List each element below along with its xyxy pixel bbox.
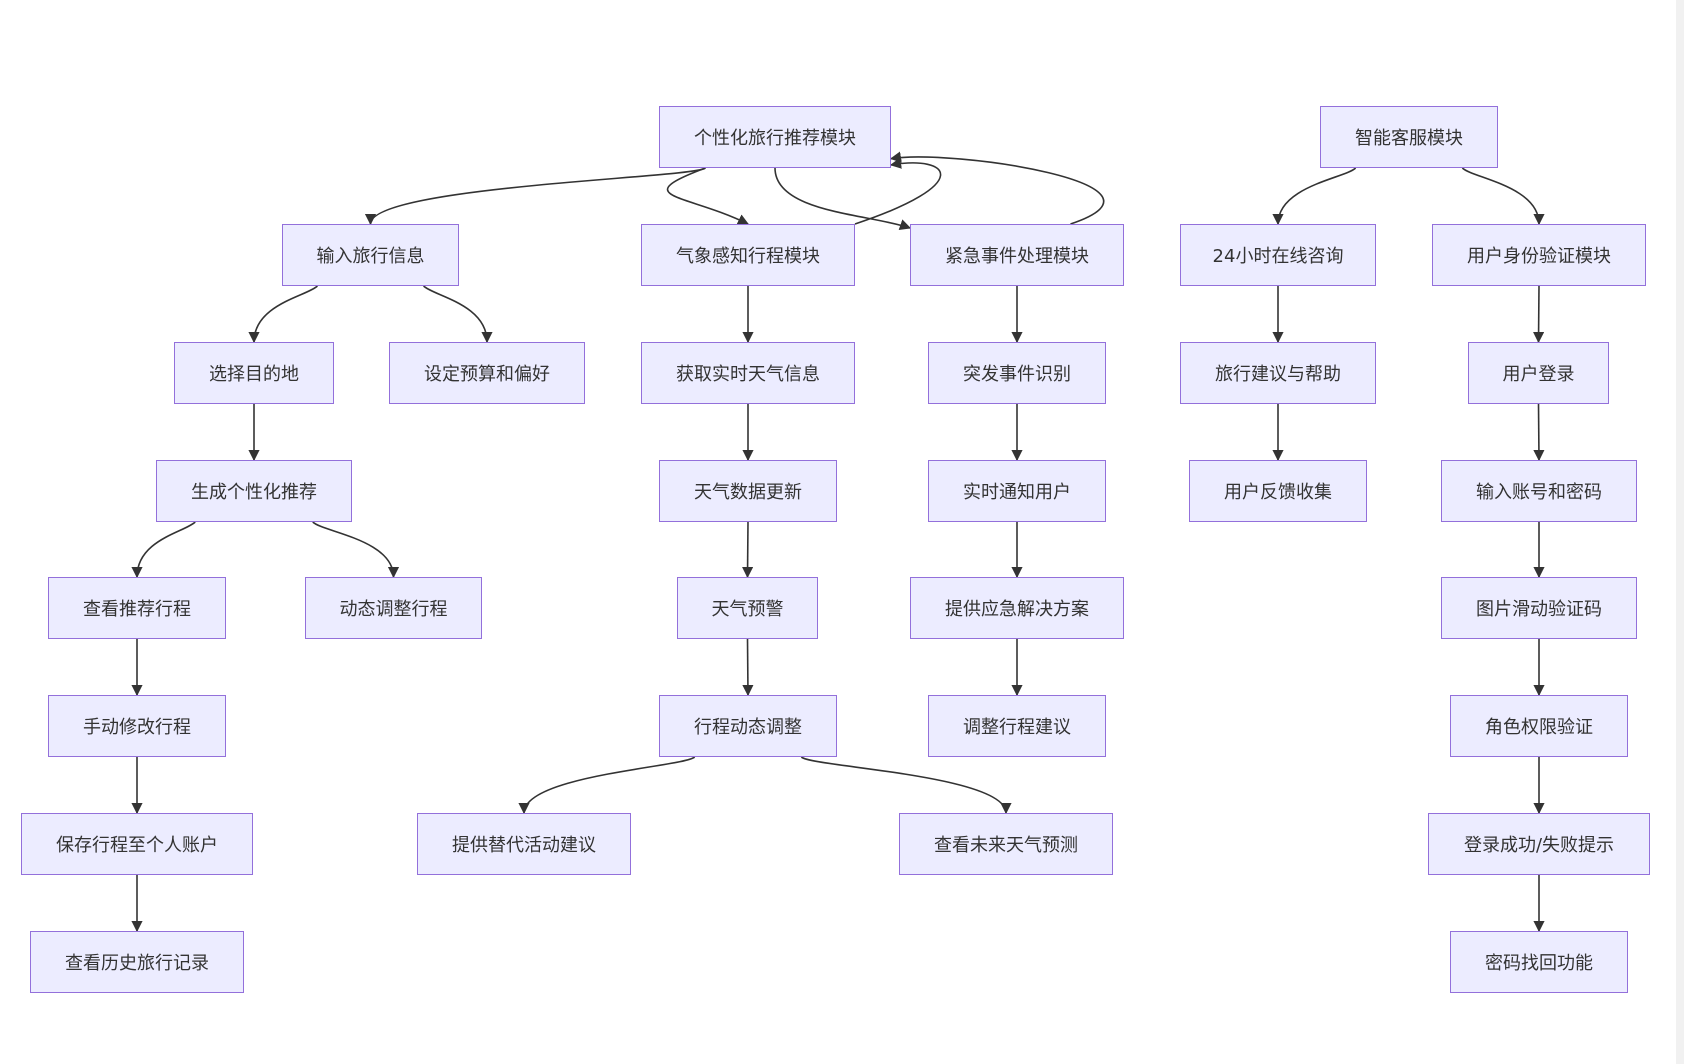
scrollbar[interactable] bbox=[1676, 0, 1684, 1064]
node-smart-service-module[interactable]: 智能客服模块 bbox=[1320, 106, 1498, 168]
node-weather-data-update[interactable]: 天气数据更新 bbox=[659, 460, 837, 522]
node-realtime-notify-user[interactable]: 实时通知用户 bbox=[928, 460, 1106, 522]
edge-n1-to-w1 bbox=[666, 167, 750, 225]
node-label: 用户登录 bbox=[1502, 364, 1575, 385]
node-label: 24小时在线咨询 bbox=[1212, 246, 1344, 267]
node-user-feedback[interactable]: 用户反馈收集 bbox=[1189, 460, 1367, 522]
node-label: 实时通知用户 bbox=[963, 482, 1071, 503]
node-label: 紧急事件处理模块 bbox=[945, 246, 1089, 267]
edge-w5-to-w7 bbox=[800, 756, 1012, 815]
edge-w4-to-w5 bbox=[742, 638, 754, 697]
node-label: 设定预算和偏好 bbox=[424, 364, 550, 385]
node-user-login[interactable]: 用户登录 bbox=[1468, 342, 1609, 404]
edge-n2-to-n3 bbox=[248, 285, 318, 344]
node-24h-consult[interactable]: 24小时在线咨询 bbox=[1180, 224, 1376, 286]
node-label: 生成个性化推荐 bbox=[191, 482, 317, 503]
node-label: 用户反馈收集 bbox=[1224, 482, 1332, 503]
node-future-weather-forecast[interactable]: 查看未来天气预测 bbox=[899, 813, 1113, 875]
node-input-travel-info[interactable]: 输入旅行信息 bbox=[282, 224, 459, 286]
node-emergency-detection[interactable]: 突发事件识别 bbox=[928, 342, 1106, 404]
node-label: 查看未来天气预测 bbox=[934, 835, 1078, 856]
node-label: 查看推荐行程 bbox=[83, 599, 191, 620]
node-emergency-module[interactable]: 紧急事件处理模块 bbox=[910, 224, 1124, 286]
node-label: 密码找回功能 bbox=[1485, 953, 1593, 974]
node-label: 登录成功/失败提示 bbox=[1463, 835, 1615, 856]
edge-w5-to-w6 bbox=[518, 756, 696, 815]
node-select-destination[interactable]: 选择目的地 bbox=[174, 342, 334, 404]
node-weather-aware-module[interactable]: 气象感知行程模块 bbox=[641, 224, 855, 286]
node-adjust-itinerary-suggestion[interactable]: 调整行程建议 bbox=[928, 695, 1106, 757]
node-alternative-activities[interactable]: 提供替代活动建议 bbox=[417, 813, 631, 875]
edge-w3-to-w4 bbox=[741, 521, 754, 579]
edge-s1-to-s2 bbox=[1272, 167, 1357, 226]
node-label: 保存行程至个人账户 bbox=[56, 835, 218, 856]
edge-n1-to-e1 bbox=[774, 167, 912, 230]
node-set-budget[interactable]: 设定预算和偏好 bbox=[389, 342, 585, 404]
edge-e1-to-n1 bbox=[889, 151, 1105, 225]
edge-s6-to-s7 bbox=[1533, 403, 1545, 462]
node-get-realtime-weather[interactable]: 获取实时天气信息 bbox=[641, 342, 855, 404]
node-weather-warning[interactable]: 天气预警 bbox=[677, 577, 818, 639]
node-label: 查看历史旅行记录 bbox=[65, 953, 209, 974]
node-travel-advice-help[interactable]: 旅行建议与帮助 bbox=[1180, 342, 1376, 404]
node-label: 智能客服模块 bbox=[1355, 128, 1463, 149]
node-view-recommended-itinerary[interactable]: 查看推荐行程 bbox=[48, 577, 226, 639]
node-login-result[interactable]: 登录成功/失败提示 bbox=[1428, 813, 1650, 875]
node-label: 输入账号和密码 bbox=[1476, 482, 1602, 503]
edge-n5-to-n7 bbox=[312, 521, 400, 579]
node-view-travel-history[interactable]: 查看历史旅行记录 bbox=[30, 931, 244, 993]
node-label: 行程动态调整 bbox=[694, 717, 802, 738]
node-enter-credentials[interactable]: 输入账号和密码 bbox=[1441, 460, 1637, 522]
node-label: 输入旅行信息 bbox=[316, 246, 425, 267]
edge-s5-to-s6 bbox=[1532, 285, 1545, 344]
node-label: 调整行程建议 bbox=[963, 717, 1071, 738]
node-emergency-solution[interactable]: 提供应急解决方案 bbox=[910, 577, 1124, 639]
edge-s1-to-s5 bbox=[1461, 167, 1545, 226]
node-generate-recommendation[interactable]: 生成个性化推荐 bbox=[156, 460, 352, 522]
node-label: 天气数据更新 bbox=[694, 482, 802, 503]
node-personalized-travel-module[interactable]: 个性化旅行推荐模块 bbox=[659, 106, 891, 168]
edge-n5-to-n6 bbox=[131, 521, 196, 579]
node-label: 突发事件识别 bbox=[963, 364, 1071, 385]
node-label: 手动修改行程 bbox=[83, 717, 191, 738]
node-manual-edit-itinerary[interactable]: 手动修改行程 bbox=[48, 695, 226, 757]
node-label: 用户身份验证模块 bbox=[1467, 246, 1611, 267]
edge-w1-to-n1 bbox=[854, 157, 942, 225]
edge-n2-to-n4 bbox=[423, 285, 493, 344]
node-auth-module[interactable]: 用户身份验证模块 bbox=[1432, 224, 1646, 286]
node-dynamic-adjust-itinerary[interactable]: 动态调整行程 bbox=[305, 577, 482, 639]
node-label: 天气预警 bbox=[711, 599, 784, 620]
node-itinerary-dynamic-adjust[interactable]: 行程动态调整 bbox=[659, 695, 837, 757]
node-label: 获取实时天气信息 bbox=[676, 364, 820, 385]
node-label: 选择目的地 bbox=[209, 364, 299, 385]
node-label: 动态调整行程 bbox=[339, 599, 448, 620]
edge-n1-to-n2 bbox=[364, 167, 706, 226]
node-label: 图片滑动验证码 bbox=[1476, 599, 1602, 620]
node-label: 角色权限验证 bbox=[1485, 717, 1593, 738]
node-label: 提供替代活动建议 bbox=[452, 835, 596, 856]
node-label: 旅行建议与帮助 bbox=[1215, 364, 1341, 385]
node-label: 提供应急解决方案 bbox=[945, 599, 1089, 620]
node-label: 个性化旅行推荐模块 bbox=[694, 128, 856, 149]
node-role-permission[interactable]: 角色权限验证 bbox=[1450, 695, 1628, 757]
node-slide-captcha[interactable]: 图片滑动验证码 bbox=[1441, 577, 1637, 639]
node-password-recovery[interactable]: 密码找回功能 bbox=[1450, 931, 1628, 993]
node-label: 气象感知行程模块 bbox=[676, 246, 820, 267]
node-save-itinerary[interactable]: 保存行程至个人账户 bbox=[21, 813, 253, 875]
